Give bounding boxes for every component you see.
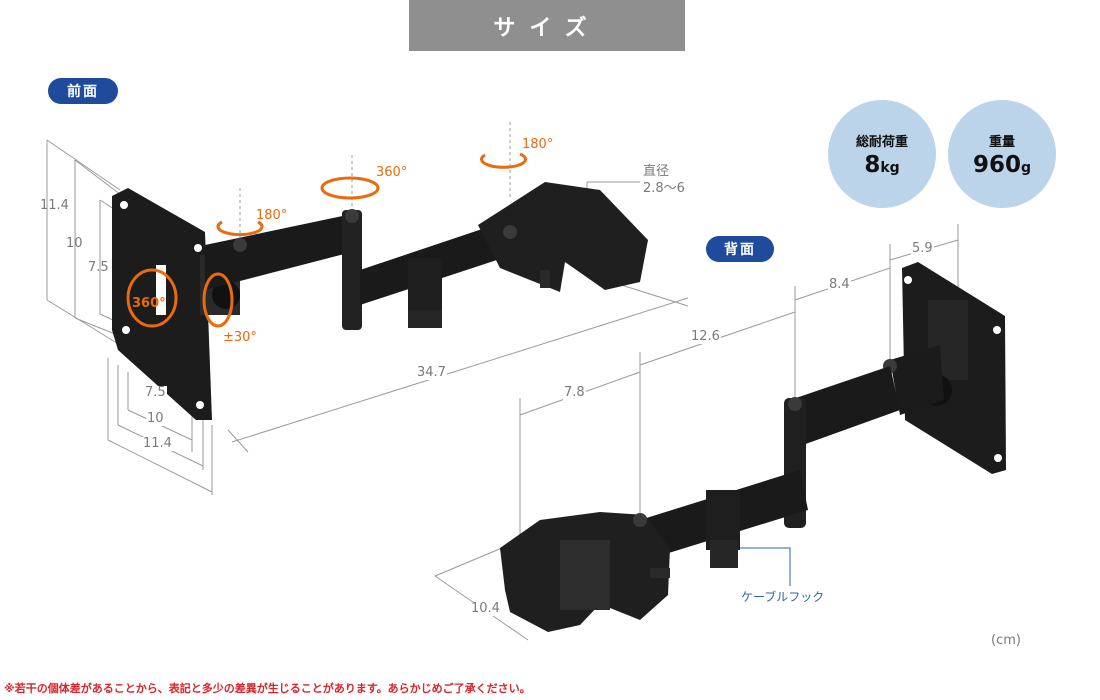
back-dim-4: 7.8 [563, 385, 586, 400]
load-capacity-value: 8 [864, 152, 881, 178]
front-total-length: 34.7 [416, 365, 447, 380]
front-arm-drawing [112, 182, 648, 420]
back-arm-drawing [500, 262, 1006, 632]
front-diameter-label: 直径 [643, 164, 670, 179]
load-capacity-unit: kg [880, 160, 900, 176]
front-width-mid: 10 [146, 411, 165, 426]
back-view-label: 背面 [706, 236, 774, 262]
back-dim-3: 12.6 [690, 329, 721, 344]
cable-hook-label: ケーブルフック [741, 590, 825, 604]
back-clamp-depth: 10.4 [470, 601, 501, 616]
rotation-panel-spin: 360° [132, 296, 166, 311]
rotation-joint-2: 360° [376, 165, 408, 180]
disclaimer-note: ※若干の個体差があることから、表記と多少の差異が生じることがあります。あらかじめ… [4, 682, 531, 695]
weight-badge: 重量 960g [948, 100, 1056, 208]
rotation-joint-1: 180° [256, 208, 288, 223]
front-height-inner: 7.5 [88, 260, 109, 275]
weight-value: 960 [972, 152, 1021, 178]
front-diameter-value: 2.8〜6 [643, 181, 685, 196]
back-dim-1: 5.9 [911, 241, 934, 256]
rotation-arrows [126, 152, 528, 328]
rotation-tilt: ±30° [223, 330, 257, 345]
front-height-outer: 11.4 [40, 198, 69, 213]
front-width-inner: 7.5 [144, 385, 167, 400]
load-capacity-badge: 総耐荷重 8kg [828, 100, 936, 208]
front-width-outer: 11.4 [142, 436, 173, 451]
front-view-label: 前面 [48, 78, 118, 104]
back-dim-2: 8.4 [828, 277, 851, 292]
load-capacity-label: 総耐荷重 [855, 135, 908, 150]
weight-label: 重量 [988, 135, 1015, 150]
cable-hook-leader [728, 547, 791, 586]
rotation-joint-3: 180° [522, 137, 554, 152]
unit-label: (cm) [991, 633, 1021, 648]
front-height-mid: 10 [66, 236, 83, 251]
weight-unit: g [1020, 160, 1032, 176]
page-title: サイズ [409, 0, 685, 51]
